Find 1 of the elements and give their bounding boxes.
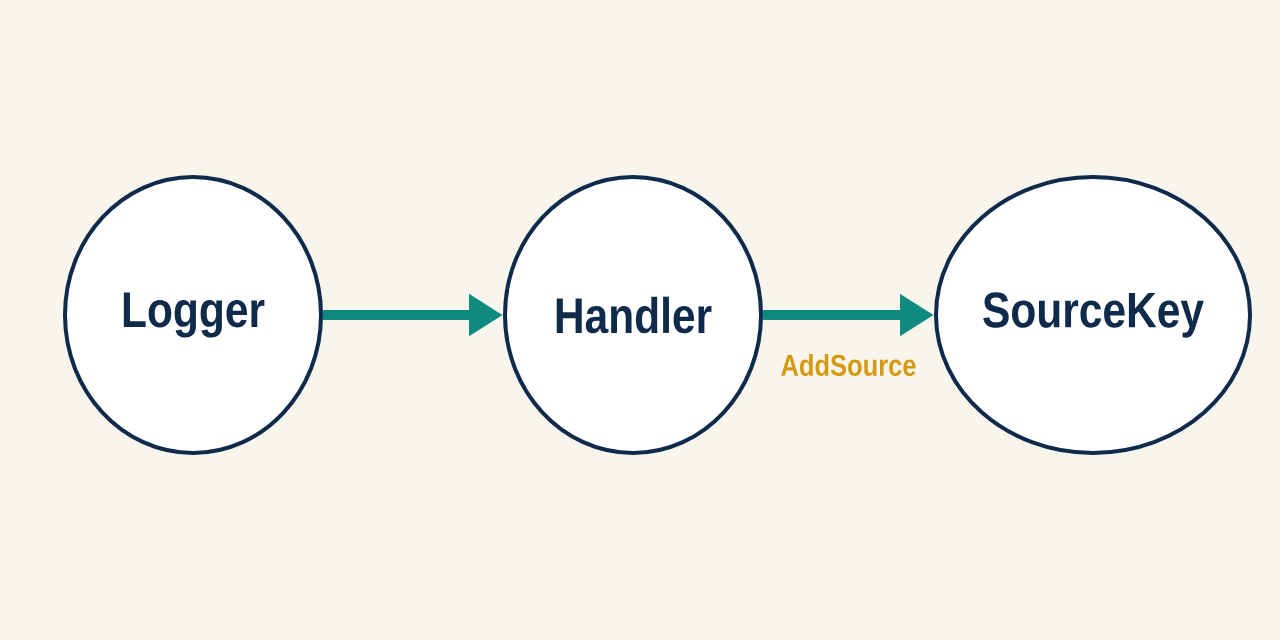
edge-label: AddSource xyxy=(778,352,919,378)
